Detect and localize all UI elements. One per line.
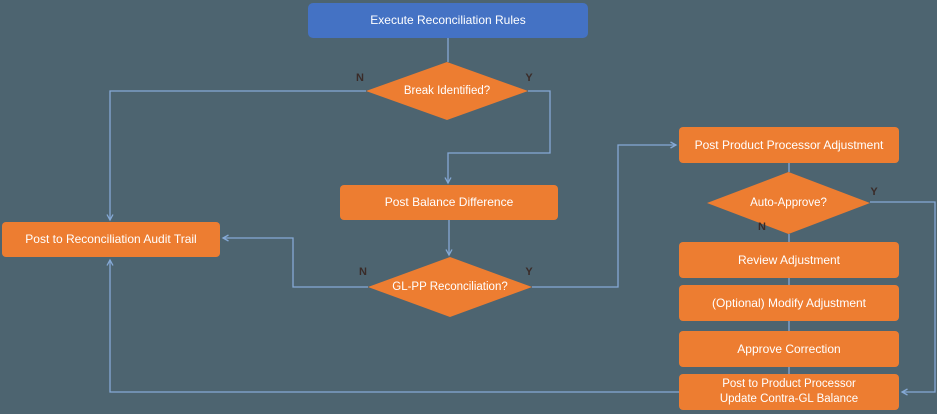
connector-auto-approve-y-to-post-update xyxy=(870,201,936,396)
node-post-to-product-processor-update: Post to Product Processor Update Contra-… xyxy=(679,374,899,410)
connector-break-n-to-audit-trail xyxy=(106,90,366,222)
connector-post-update-to-audit-trail xyxy=(106,258,679,393)
branch-label-break-y: Y xyxy=(525,72,533,84)
connector-break-y-to-post-balance xyxy=(444,90,551,185)
node-line-1: Post to Product Processor xyxy=(722,378,856,390)
node-execute-reconciliation-rules: Execute Reconciliation Rules xyxy=(308,3,588,38)
node-post-to-reconciliation-audit-trail: Post to Reconciliation Audit Trail xyxy=(2,222,220,257)
branch-label-auto-approve-n: N xyxy=(758,221,766,233)
branch-label-glpp-y: Y xyxy=(525,266,533,278)
connector-glpp-n-to-audit-trail xyxy=(221,234,368,288)
node-review-adjustment: Review Adjustment xyxy=(679,242,899,278)
branch-label-glpp-n: N xyxy=(359,266,367,278)
connector-glpp-y-to-pp-adjustment xyxy=(532,141,678,288)
node-optional-modify-adjustment: (Optional) Modify Adjustment xyxy=(679,285,899,321)
node-post-product-processor-adjustment: Post Product Processor Adjustment xyxy=(679,127,899,163)
node-post-balance-difference: Post Balance Difference xyxy=(340,185,558,220)
branch-label-break-n: N xyxy=(356,72,364,84)
node-line-2: Update Contra-GL Balance xyxy=(719,393,859,405)
node-approve-correction: Approve Correction xyxy=(679,331,899,367)
branch-label-auto-approve-y: Y xyxy=(870,186,878,198)
